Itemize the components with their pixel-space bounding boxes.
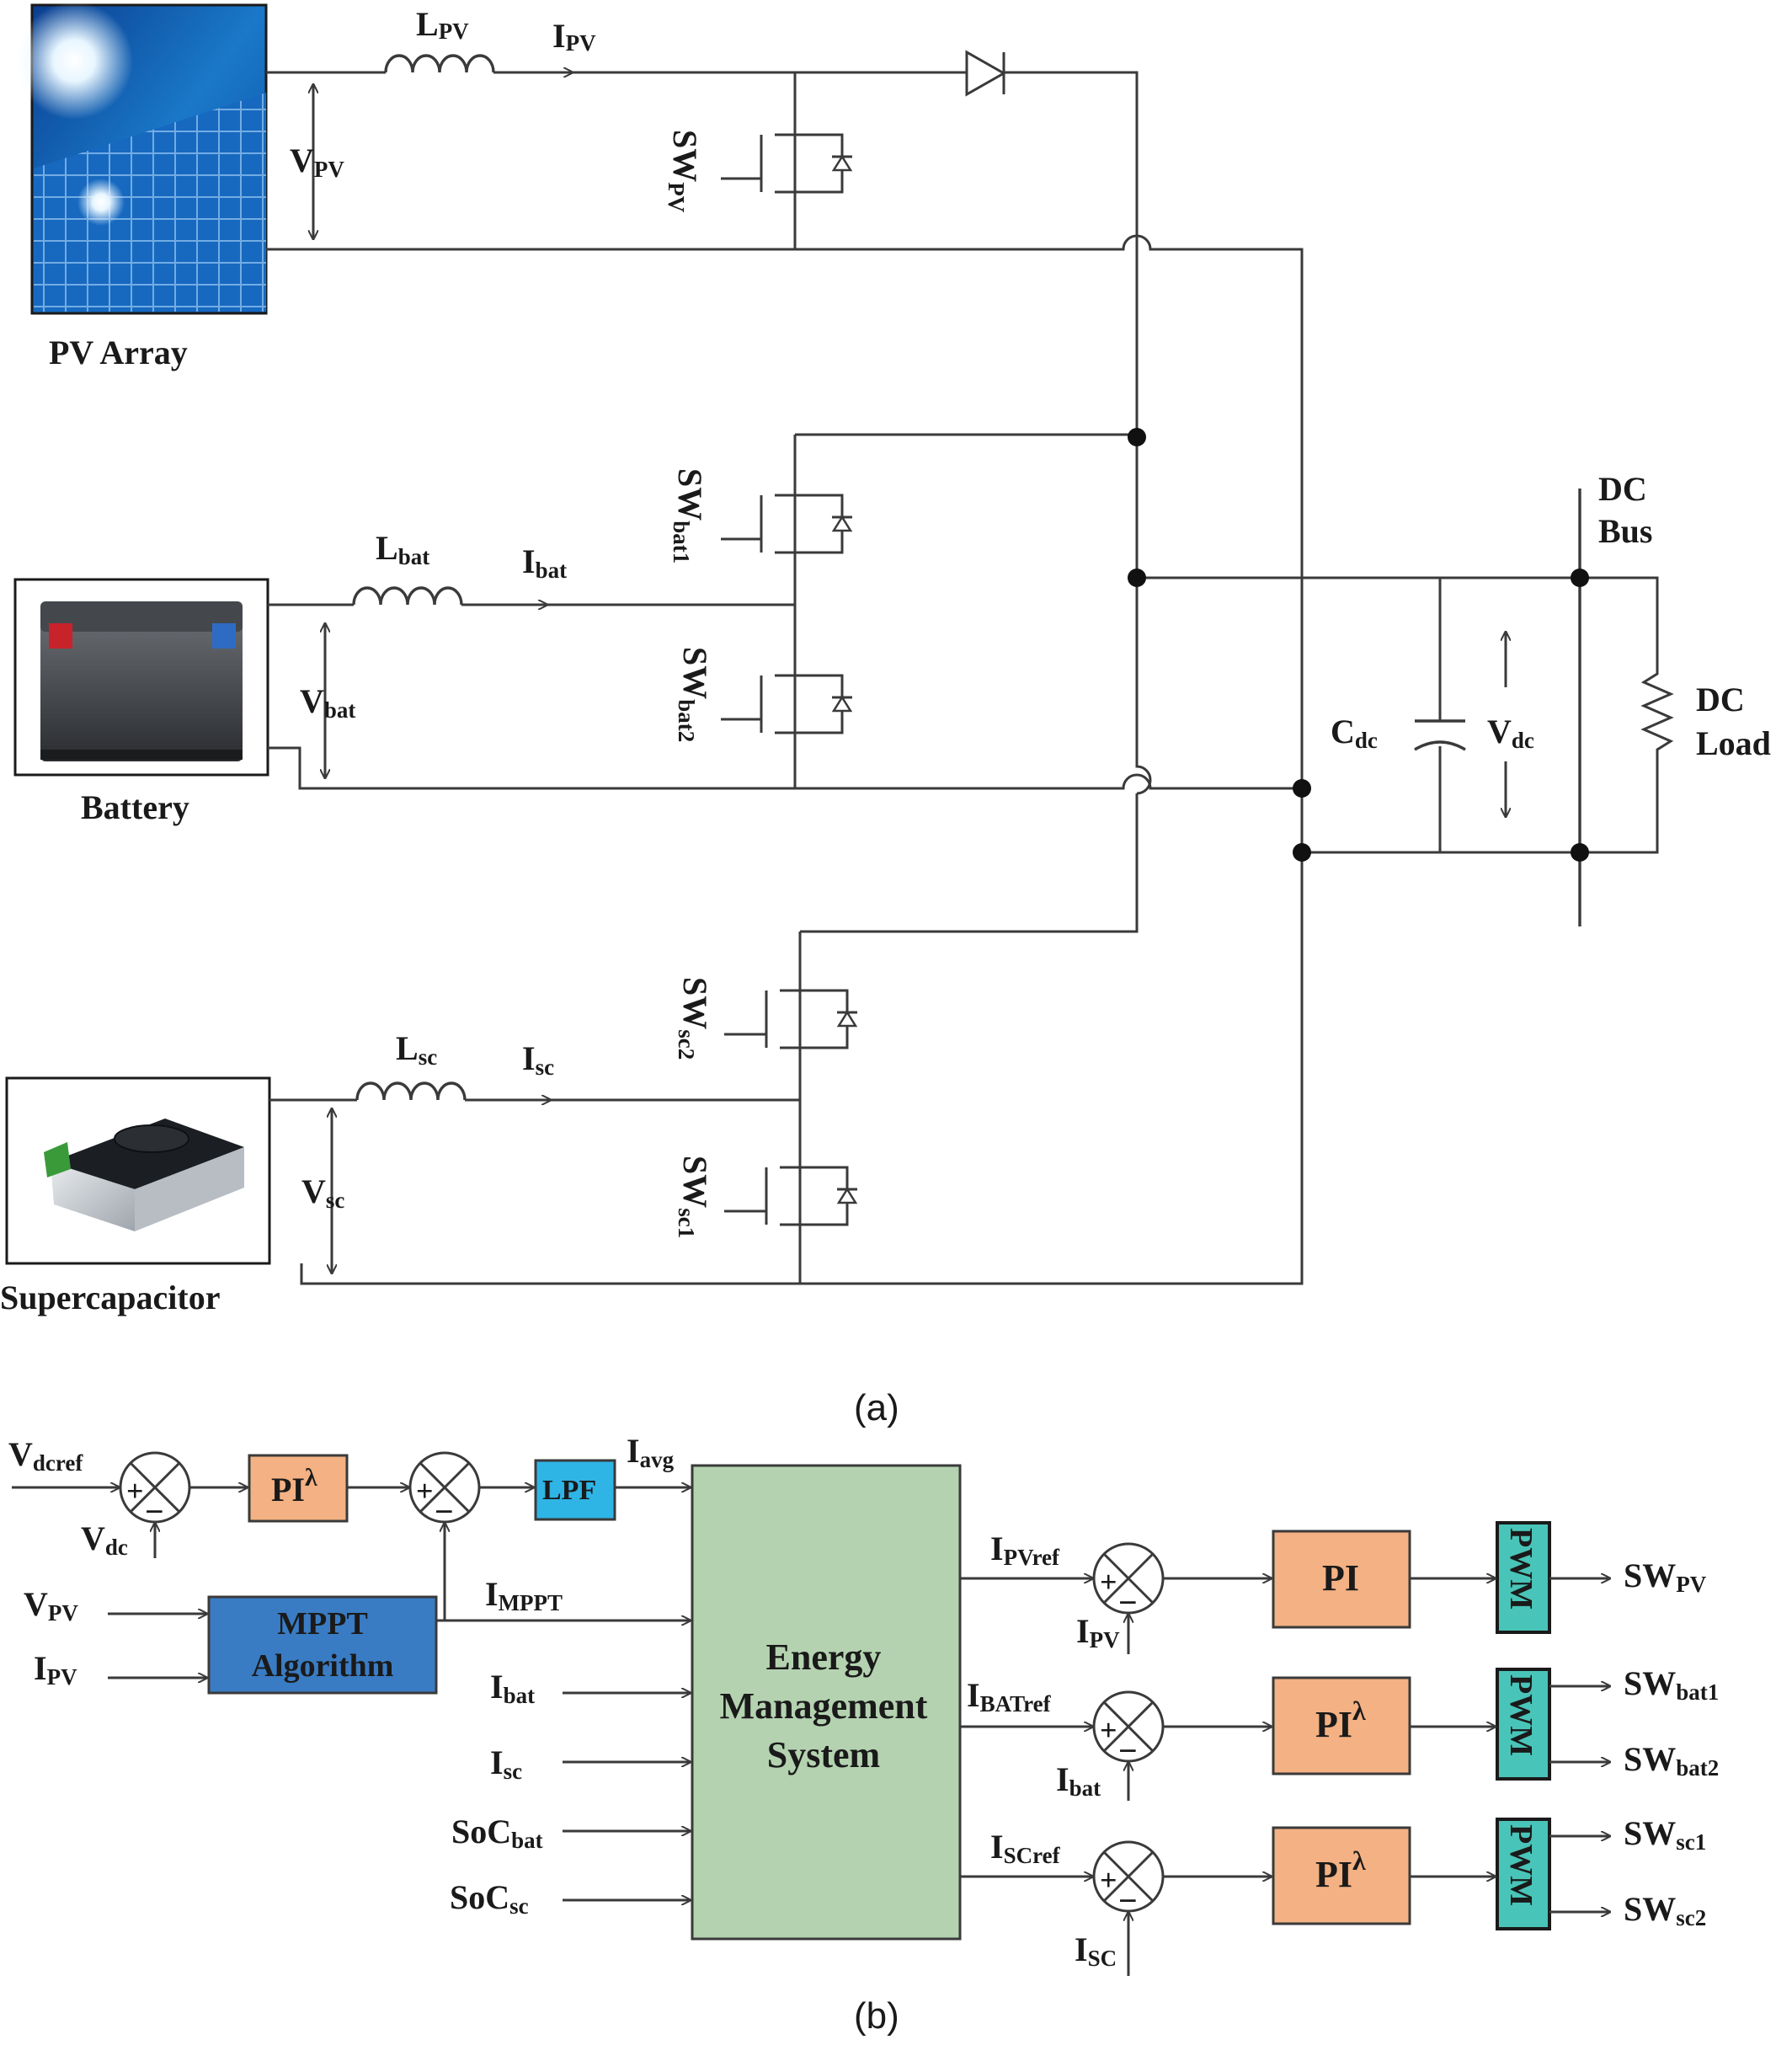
pv-array-image: [15, 2, 268, 315]
part-b-labels: Vdcref Vdc VPV IPV Iavg IMPPT Ibat Isc S…: [8, 1432, 1719, 1971]
control-blocks: PIλ LPF MPPT Algorithm Energy Management…: [207, 1454, 1551, 1941]
pi-lambda-text-top: PIλ: [271, 1464, 317, 1508]
circuit-part-a: PV Array Battery Supercapacitor: [0, 2, 1771, 1428]
swbat1-output-label: SWbat1: [1624, 1664, 1719, 1705]
pi-text-pv: PI: [1322, 1557, 1359, 1599]
part-a-labels: LPV IPV VPV SWPV Lbat Ibat Vbat SWbat1 S…: [290, 5, 1771, 1238]
pv-array-label: PV Array: [49, 334, 188, 371]
dc-capacitor-label: Cdc: [1331, 713, 1378, 753]
pwm-text-sc: PWM: [1503, 1824, 1539, 1906]
ibat-feedback-label: Ibat: [1056, 1760, 1101, 1801]
pi-lambda-block-sc: [1272, 1826, 1411, 1925]
supercap-switch-top-label: SWsc2: [674, 977, 714, 1060]
socsc-input-label: SoCsc: [450, 1878, 529, 1919]
vpv-input-label: VPV: [24, 1585, 78, 1626]
swpv-output-label: SWPV: [1624, 1556, 1707, 1597]
pi-lambda-text-sc: PIλ: [1315, 1845, 1366, 1895]
pwm-text-bat: PWM: [1503, 1674, 1539, 1756]
dc-bus-label-line2: Bus: [1598, 512, 1653, 550]
pwm-block-bat: [1496, 1668, 1551, 1781]
iscref-label: ISCref: [990, 1828, 1061, 1868]
mppt-text-line1: MPPT: [277, 1606, 368, 1642]
supercap-inductor-label: Lsc: [396, 1029, 437, 1070]
lpf-block: [534, 1459, 616, 1521]
sum-junction-current: [408, 1451, 481, 1524]
pv-voltage-label: VPV: [290, 141, 344, 182]
pwm-text-pv: PWM: [1503, 1528, 1539, 1610]
ibat-input-label: Ibat: [490, 1668, 535, 1708]
dc-load-label-line2: Load: [1696, 724, 1771, 762]
battery-stage-wiring: [268, 433, 1580, 854]
dc-voltage-label: Vdc: [1487, 713, 1534, 753]
vdcref-label: Vdcref: [8, 1435, 83, 1476]
energy-management-system-block: [691, 1464, 962, 1941]
summing-junctions: [119, 1451, 1165, 1913]
plus-sign: +: [1100, 1863, 1117, 1897]
battery-label: Battery: [81, 788, 189, 826]
battery-switch1-label: SWbat1: [669, 468, 709, 563]
sum-junction-sc: [1092, 1840, 1165, 1913]
ems-text-line3: System: [767, 1734, 880, 1775]
dc-bus-label-line1: DC: [1598, 470, 1647, 508]
battery-switch2-label: SWbat2: [674, 647, 714, 742]
battery-image: [13, 578, 269, 777]
caption-a: (a): [854, 1387, 899, 1428]
ipv-feedback-label: IPV: [1076, 1612, 1120, 1653]
mppt-text-line2: Algorithm: [252, 1648, 394, 1684]
junction-signs: + − + − + − + − + −: [126, 1474, 1138, 1920]
mosfet-switches: [721, 133, 858, 1226]
iavg-label: Iavg: [627, 1432, 675, 1472]
imppt-label: IMPPT: [485, 1575, 563, 1615]
plus-sign: +: [1100, 1713, 1117, 1747]
battery-inductor-label: Lbat: [376, 529, 429, 569]
minus-sign: −: [435, 1492, 454, 1530]
dc-link: [1414, 489, 1674, 926]
caption-b: (b): [854, 1995, 899, 2037]
pi-lambda-block-bat: [1272, 1676, 1411, 1775]
ipv-input-label: IPV: [34, 1649, 77, 1690]
signal-lines: [12, 1487, 1610, 1976]
minus-sign: −: [1118, 1882, 1138, 1920]
lpf-text: LPF: [542, 1475, 596, 1506]
ipvref-label: IPVref: [990, 1530, 1060, 1570]
ems-text-line2: Management: [720, 1685, 928, 1727]
supercapacitor-label: Supercapacitor: [0, 1279, 220, 1316]
control-part-b: + − + − + − + − + − PIλ LPF MPPT Algorit…: [8, 1432, 1719, 2037]
vdc-input-label: Vdc: [81, 1519, 128, 1560]
minus-sign: −: [145, 1492, 164, 1530]
pv-current-label: IPV: [552, 17, 596, 56]
isc-feedback-label: ISC: [1075, 1930, 1117, 1971]
isc-input-label: Isc: [490, 1743, 522, 1784]
supercap-voltage-label: Vsc: [301, 1172, 344, 1213]
socbat-input-label: SoCbat: [451, 1813, 543, 1853]
ems-text-line1: Energy: [766, 1637, 882, 1678]
supercapacitor-image: [5, 1076, 271, 1265]
voltage-arrows: [313, 84, 332, 1273]
battery-voltage-label: Vbat: [300, 682, 355, 723]
pv-switch-label: SWPV: [664, 130, 704, 213]
junction-dots: [1128, 428, 1589, 862]
pwm-block-pv: [1496, 1521, 1551, 1634]
battery-current-label: Ibat: [522, 542, 567, 583]
ibatref-label: IBATref: [967, 1676, 1052, 1717]
pv-inductor-label: LPV: [416, 5, 469, 44]
pwm-block-sc: [1496, 1818, 1551, 1930]
pi-lambda-text-bat: PIλ: [1315, 1695, 1366, 1745]
pv-stage-wiring: [266, 50, 1304, 1285]
mppt-block: [207, 1595, 438, 1695]
plus-sign: +: [416, 1474, 434, 1508]
pi-block-pv: [1272, 1530, 1411, 1629]
plus-sign: +: [1100, 1565, 1117, 1599]
minus-sign: −: [1118, 1732, 1138, 1770]
swsc2-output-label: SWsc2: [1624, 1890, 1706, 1930]
supercap-current-label: Isc: [522, 1039, 554, 1080]
plus-sign: +: [126, 1474, 144, 1508]
swbat2-output-label: SWbat2: [1624, 1740, 1719, 1781]
supercap-switch-bottom-label: SWsc1: [674, 1156, 714, 1238]
minus-sign: −: [1118, 1583, 1138, 1621]
swsc1-output-label: SWsc1: [1624, 1814, 1706, 1855]
dc-load-label-line1: DC: [1696, 681, 1745, 718]
